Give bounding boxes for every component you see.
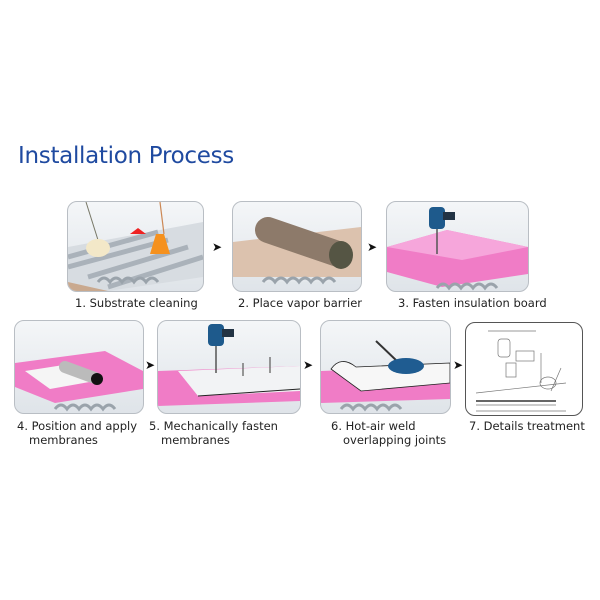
arrow-3-icon: ➤ xyxy=(145,358,156,372)
step-5-image xyxy=(157,320,301,414)
step-3-image xyxy=(386,201,529,292)
membrane-roll-illustration xyxy=(15,351,143,412)
step-5-caption: 5. Mechanically fasten membranes xyxy=(149,419,278,447)
step-2-caption: 2. Place vapor barrier xyxy=(238,296,363,310)
step-1-image xyxy=(67,201,204,292)
step-4-caption: 4. Position and apply membranes xyxy=(17,419,137,447)
step-2-image xyxy=(232,201,362,292)
page-title: Installation Process xyxy=(18,143,234,169)
technical-drawing-illustration xyxy=(475,330,567,412)
cleaning-illustration xyxy=(68,202,203,291)
vapor-barrier-roll-illustration xyxy=(233,217,361,285)
arrow-2-icon: ➤ xyxy=(367,240,378,254)
step-7-image xyxy=(465,322,583,416)
drill-insulation-illustration xyxy=(387,207,528,291)
step-1-caption: 1. Substrate cleaning xyxy=(75,296,198,310)
step-6-image xyxy=(320,320,451,414)
arrow-1-icon: ➤ xyxy=(212,240,223,254)
step-3-caption: 3. Fasten insulation board xyxy=(398,296,547,310)
drill-fasten-illustration xyxy=(158,324,300,406)
hot-air-welder-illustration xyxy=(321,340,450,412)
step-7-caption: 7. Details treatment xyxy=(469,419,585,433)
arrow-4-icon: ➤ xyxy=(303,358,314,372)
step-6-caption: 6. Hot-air weld overlapping joints xyxy=(331,419,447,447)
step-4-image xyxy=(14,320,144,414)
arrow-5-icon: ➤ xyxy=(453,358,464,372)
